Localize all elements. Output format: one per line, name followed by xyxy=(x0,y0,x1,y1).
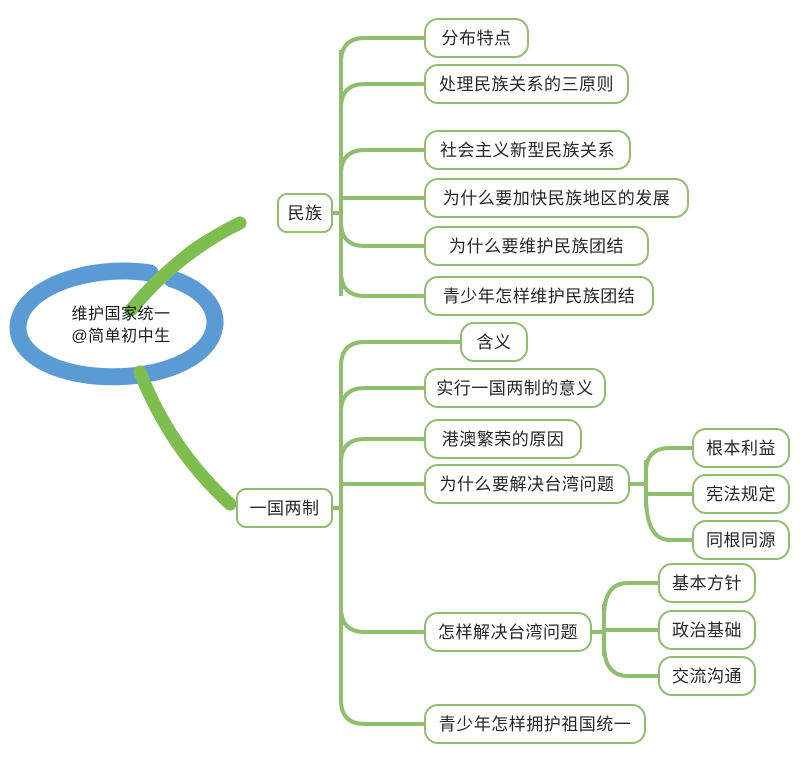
node-label: 同根同源 xyxy=(706,530,776,550)
node-qingshaonian-weihu-tuanjie[interactable]: 青少年怎样维护民族团结 xyxy=(424,276,654,316)
node-zhengzhi-jichu[interactable]: 政治基础 xyxy=(658,610,756,650)
node-label: 青少年怎样拥护祖国统一 xyxy=(438,714,632,734)
connector-yiguo-child-2 xyxy=(339,386,424,413)
connector-taiwan-how-sub-1 xyxy=(602,581,658,617)
node-jiben-fangzhen[interactable]: 基本方针 xyxy=(658,563,756,603)
center-topic-line-2: @简单初中生 xyxy=(71,328,171,345)
center-topic-line-1: 维护国家统一 xyxy=(71,306,171,324)
connector-minzu-child-3 xyxy=(339,148,424,175)
node-label: 为什么要维护民族团结 xyxy=(449,236,624,256)
branch-node-yiguoliangzhi[interactable]: 一国两制 xyxy=(236,488,333,528)
node-weihu-minzu-tuanjie[interactable]: 为什么要维护民族团结 xyxy=(424,226,649,266)
node-hanyi[interactable]: 含义 xyxy=(460,322,528,362)
connector-minzu-child-1 xyxy=(339,36,424,63)
node-label: 社会主义新型民族关系 xyxy=(440,140,615,160)
branch-node-minzu[interactable]: 民族 xyxy=(277,193,333,233)
node-label: 宪法规定 xyxy=(706,484,776,504)
node-label: 基本方针 xyxy=(672,573,742,593)
node-sanyuanze[interactable]: 处理民族关系的三原则 xyxy=(424,64,629,104)
node-jiakuai-fazhan[interactable]: 为什么要加快民族地区的发展 xyxy=(424,178,689,218)
node-label: 分布特点 xyxy=(441,28,512,48)
node-fenbu-tedian[interactable]: 分布特点 xyxy=(424,18,529,58)
node-label: 根本利益 xyxy=(706,438,776,458)
node-zenyang-jiejue-taiwan[interactable]: 怎样解决台湾问题 xyxy=(424,612,592,652)
node-shehuizhuyi-minzu-guanxi[interactable]: 社会主义新型民族关系 xyxy=(424,130,631,170)
node-label: 含义 xyxy=(476,332,512,352)
connector-yiguo-child-1 xyxy=(339,340,460,367)
center-ellipse-ring xyxy=(9,262,224,386)
connector-minzu-child-6 xyxy=(339,271,424,298)
node-label: 为什么要解决台湾问题 xyxy=(439,474,615,494)
trunk-upper-smooth xyxy=(124,216,247,317)
node-label: 交流沟通 xyxy=(672,666,742,686)
node-xianfa-guiding[interactable]: 宪法规定 xyxy=(692,474,790,514)
connector-taiwan-how-sub-3 xyxy=(602,643,658,678)
connector-taiwan-why-sub-3 xyxy=(644,495,692,542)
trunk-lower-smooth xyxy=(133,365,237,511)
node-label: 为什么要加快民族地区的发展 xyxy=(442,188,671,208)
node-weishenme-jiejue-taiwan[interactable]: 为什么要解决台湾问题 xyxy=(424,464,630,504)
branch-label: 民族 xyxy=(287,203,323,223)
node-jiaoliu-goutong[interactable]: 交流沟通 xyxy=(658,656,756,696)
connector-taiwan-why-sub-1 xyxy=(644,446,692,473)
node-label: 政治基础 xyxy=(672,620,742,640)
node-qingshaonian-yonghu-tongyi[interactable]: 青少年怎样拥护祖国统一 xyxy=(424,704,646,744)
connector-minzu-child-5 xyxy=(339,221,424,248)
center-topic-node[interactable]: 维护国家统一 @简单初中生 xyxy=(36,296,206,356)
node-label: 怎样解决台湾问题 xyxy=(438,622,578,642)
node-label: 青少年怎样维护民族团结 xyxy=(442,286,636,306)
connector-minzu-child-2 xyxy=(339,82,424,109)
connector-yiguo-child-5 xyxy=(339,607,424,634)
node-tonggen-tongyuan[interactable]: 同根同源 xyxy=(692,520,790,560)
node-label: 实行一国两制的意义 xyxy=(436,378,594,398)
node-gangao-fanrong[interactable]: 港澳繁荣的原因 xyxy=(424,419,582,459)
connector-yiguo-child-3 xyxy=(339,437,424,464)
node-shixing-yiyi[interactable]: 实行一国两制的意义 xyxy=(424,368,606,408)
connector-yiguo-child-6 xyxy=(339,699,424,726)
node-label: 港澳繁荣的原因 xyxy=(441,429,565,449)
branch-label: 一国两制 xyxy=(249,498,320,518)
node-genben-liyi[interactable]: 根本利益 xyxy=(692,428,790,468)
node-label: 处理民族关系的三原则 xyxy=(439,74,614,94)
